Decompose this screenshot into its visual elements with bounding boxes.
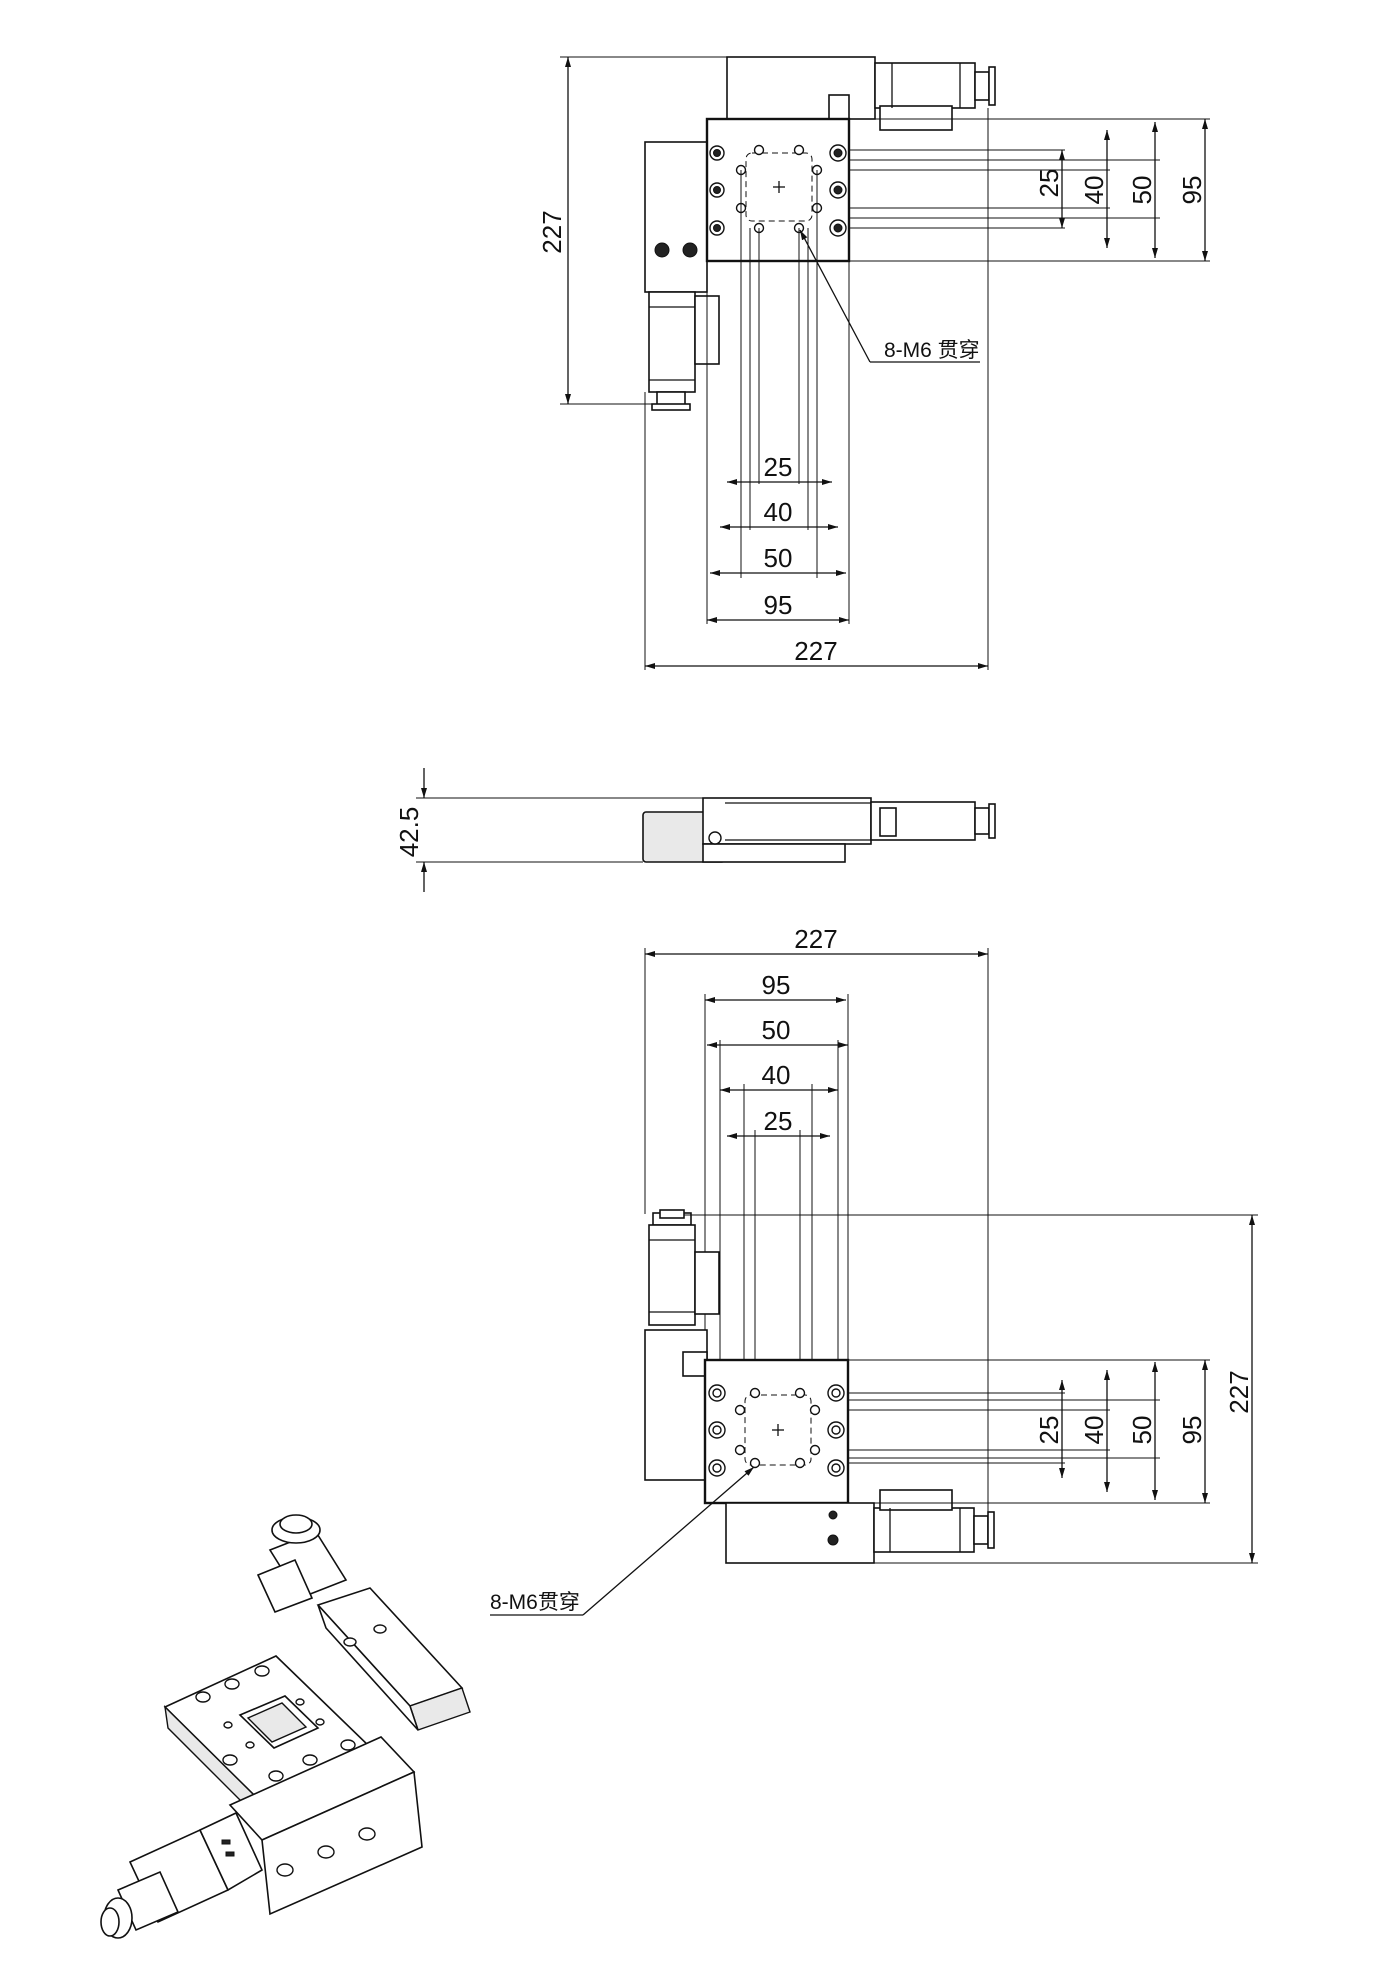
top-vdim-50: 50 [1127,176,1157,205]
bottom-counterbore-holes [708,1384,845,1477]
counterbore-holes [709,144,847,237]
bottom-hdim-50: 50 [762,1015,791,1045]
bottom-vdim-25: 25 [1034,1416,1064,1445]
bottom-vdim-95: 95 [1177,1416,1207,1445]
top-view: 227 25 40 50 95 25 40 50 [537,56,1210,670]
bottom-center-pocket [744,1394,812,1466]
top-hdim-50: 50 [764,543,793,573]
bottom-table-plate [703,1358,850,1505]
bottom-right-motor [873,1489,995,1553]
left-stage-body [644,141,708,293]
top-vdim-25: 25 [1034,169,1064,198]
iso-lower-motor [100,1811,264,1939]
top-overall-width: 227 [794,636,837,666]
m6-holes-bottom [734,1387,821,1469]
top-hole-note: 8-M6 贯穿 [884,339,980,362]
top-hdim-40: 40 [764,497,793,527]
top-table-plate [705,117,851,263]
bottom-hdim-95: 95 [762,970,791,1000]
upper-stage-body [726,56,876,120]
bottom-hole-note: 8-M6贯穿 [490,1591,580,1614]
top-vdim-95: 95 [1177,176,1207,205]
bottom-vdim-40: 40 [1079,1416,1109,1445]
bottom-hdim-25: 25 [764,1106,793,1136]
top-overall-height: 227 [537,210,567,253]
bottom-lower-stage-body [725,1502,875,1564]
bottom-hdim-40: 40 [762,1060,791,1090]
side-main-body [702,797,872,845]
bottom-overall-height: 227 [1224,1370,1254,1413]
bottom-overall-width: 227 [794,924,837,954]
side-height: 42.5 [394,807,424,858]
right-motor-assembly [874,62,996,131]
bottom-left-motor [648,1209,720,1326]
top-hdim-95: 95 [764,590,793,620]
iso-upper-motor [256,1514,348,1614]
top-hdim-25: 25 [764,452,793,482]
upper-small-tab [828,94,850,120]
bottom-view: 227 95 50 40 25 [490,924,1258,1616]
side-motor [870,801,996,841]
isometric-view [100,1514,471,1939]
center-pocket [745,152,813,222]
lower-left-motor [648,291,720,411]
side-view: 42.5 [394,768,996,892]
iso-holes [195,1665,356,1782]
bottom-vdim-50: 50 [1127,1416,1157,1445]
top-vdim-40: 40 [1079,176,1109,205]
